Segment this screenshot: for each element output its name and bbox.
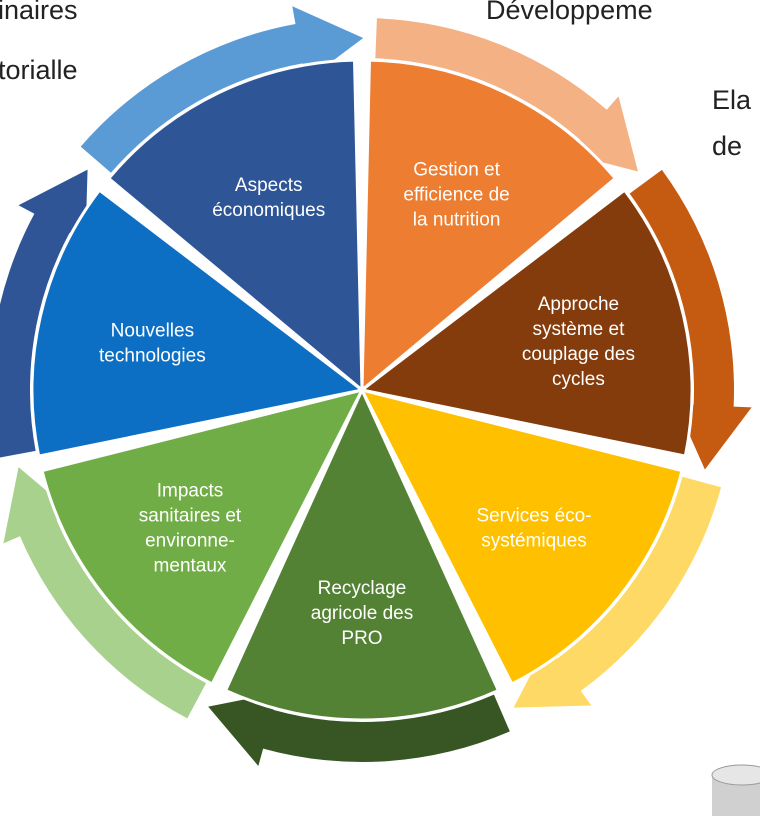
segment-label-line: mentaux: [154, 556, 227, 577]
segment-label-line: cycles: [552, 369, 605, 390]
cycle-arrow-gestion: [375, 18, 638, 172]
cycle-arrow-approche: [629, 169, 752, 470]
segment-label-impacts: Impacts sanitaires et environne-mentaux: [139, 481, 242, 577]
segment-label-line: Impacts: [157, 481, 224, 502]
segment-label-line: système et: [532, 319, 625, 340]
segment-label-approche: Approche système et couplage des cycles: [522, 294, 635, 390]
segment-label-line: sanitaires et: [139, 506, 242, 527]
cycle-arrow-services: [513, 476, 722, 708]
segment-impacts: [40, 387, 365, 687]
segment-label-line: systémiques: [481, 531, 587, 552]
cycle-arrow-impacts: [3, 467, 207, 719]
cylinder-icon: [711, 764, 760, 816]
segment-nouvelles: [30, 188, 366, 458]
cycle-arrow-nouvelles: [0, 169, 88, 458]
segment-label-services: Services éco-systémiques: [476, 506, 591, 552]
segment-label-line: Approche: [538, 294, 619, 315]
segment-recyclage: [223, 386, 501, 722]
segment-label-gestion: Gestion et efficience de la nutrition: [403, 160, 509, 231]
segment-label-line: environne-: [145, 531, 235, 552]
segment-labels: Aspects économiques Gestion et efficience d…: [99, 160, 635, 649]
top-left-text-line2: torialle: [0, 55, 78, 85]
segment-label-line: économiques: [212, 200, 325, 221]
segment-services: [359, 387, 684, 687]
segment-label-line: la nutrition: [413, 210, 501, 231]
segment-label-nouvelles: Nouvelles technologies: [99, 321, 206, 367]
segment-gestion: [360, 58, 618, 394]
cycle-arrow-recyclage: [208, 692, 510, 766]
segment-label-line: Services éco-: [476, 506, 591, 527]
top-right-text-line1: Ela: [712, 85, 752, 115]
segment-label-line: Gestion et: [413, 160, 500, 181]
segment-label-line: technologies: [99, 346, 206, 367]
segment-label-aspects: Aspects économiques: [212, 175, 325, 221]
cycle-arrow-aspects: [80, 6, 364, 173]
wheel-segments: [30, 58, 694, 722]
top-left-text-line1: inaires: [0, 0, 78, 25]
segment-label-line: Nouvelles: [111, 321, 194, 342]
segment-label-line: PRO: [341, 628, 382, 649]
segment-approche: [358, 188, 694, 458]
segment-aspects: [106, 58, 364, 394]
segment-label-line: Recyclage: [318, 578, 407, 599]
top-center-text: Développeme: [486, 0, 653, 25]
segment-label-line: efficience de: [403, 185, 509, 206]
cycle-arrows: [0, 6, 752, 766]
segment-label-line: Aspects: [235, 175, 303, 196]
segment-label-line: agricole des: [311, 603, 413, 624]
top-right-text-line2: de: [712, 131, 743, 161]
segment-label-line: couplage des: [522, 344, 635, 365]
